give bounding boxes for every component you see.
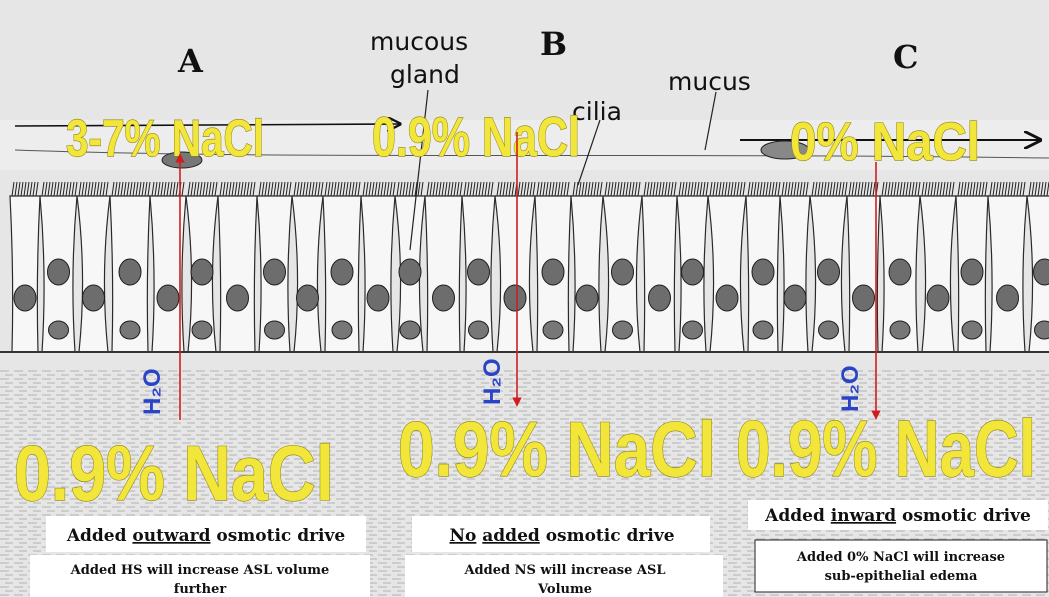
epithelial-cell [642, 196, 677, 352]
basal-nucleus [543, 321, 563, 339]
basal-nucleus [332, 321, 352, 339]
epithelial-cell [361, 196, 395, 352]
mucus-label: mucus [668, 67, 751, 96]
cell-nucleus [399, 259, 421, 285]
region-c-bottom-salt: 0.9% NaCl [736, 404, 1036, 493]
region-a-explanation-box: Added outward osmotic drive Added HS wil… [30, 516, 370, 597]
epithelial-cell [571, 196, 603, 352]
region-a-box-title: Added outward osmotic drive [66, 526, 346, 546]
region-a-box-line1: Added HS will increase ASL volume [70, 563, 330, 578]
region-b-box-line2: Volume [537, 582, 592, 597]
cell-nucleus [716, 285, 738, 311]
epithelial-cell [10, 196, 40, 352]
epithelial-cell [495, 196, 535, 352]
epithelial-cell [77, 196, 110, 352]
epithelial-cell [708, 196, 746, 352]
basal-nucleus [265, 321, 285, 339]
region-c-top-salt: 0% NaCl [790, 112, 980, 172]
cell-nucleus [227, 285, 249, 311]
basal-nucleus [49, 321, 69, 339]
basal-nucleus [400, 321, 420, 339]
epithelial-cell [425, 196, 462, 352]
region-b-box-title: No added osmotic drive [449, 526, 674, 546]
region-a-box-line2: further [174, 582, 227, 597]
epithelial-cell [920, 196, 956, 352]
cell-nucleus [264, 259, 286, 285]
region-b-letter: B [540, 25, 567, 63]
cell-nucleus [367, 285, 389, 311]
cell-nucleus [818, 259, 840, 285]
cell-nucleus [433, 285, 455, 311]
cell-nucleus [997, 285, 1019, 311]
region-a-bottom-salt: 0.9% NaCl [14, 429, 334, 517]
region-a-water-label: H₂O [139, 368, 166, 415]
cell-nucleus [14, 285, 36, 311]
epithelial-cell [218, 196, 257, 352]
region-c-letter: C [893, 38, 918, 76]
basal-nucleus [120, 321, 140, 339]
basal-nucleus [753, 321, 773, 339]
cell-nucleus [83, 285, 105, 311]
cell-nucleus [649, 285, 671, 311]
cell-nucleus [48, 259, 70, 285]
cell-nucleus [331, 259, 353, 285]
region-c-explanation-box: Added inward osmotic drive Added 0% NaCl… [748, 500, 1048, 592]
basal-nucleus [962, 321, 982, 339]
cell-nucleus [889, 259, 911, 285]
cell-nucleus [752, 259, 774, 285]
region-b-bottom-salt: 0.9% NaCl [398, 405, 716, 493]
cell-nucleus [961, 259, 983, 285]
epithelial-cell-layer [10, 196, 1049, 352]
cell-nucleus [682, 259, 704, 285]
cell-nucleus [119, 259, 141, 285]
region-a-letter: A [177, 42, 204, 80]
region-b-box-line1: Added NS will increase ASL [463, 563, 665, 578]
cell-nucleus [542, 259, 564, 285]
basal-nucleus [683, 321, 703, 339]
region-c-box-line1: Added 0% NaCl will increase [796, 550, 1005, 565]
cell-nucleus [191, 259, 213, 285]
gland-label: gland [390, 60, 460, 89]
mucous-label: mucous [370, 27, 468, 56]
basal-nucleus [1035, 321, 1049, 339]
region-b-water-label: H₂O [479, 358, 506, 405]
epithelial-cell [847, 196, 880, 352]
cell-nucleus [157, 285, 179, 311]
cell-nucleus [927, 285, 949, 311]
cell-nucleus [853, 285, 875, 311]
cell-nucleus [504, 285, 526, 311]
epithelial-cell [780, 196, 810, 352]
region-b-top-salt: 0.9% NaCl [372, 105, 580, 168]
epithelial-cell [988, 196, 1027, 352]
basal-nucleus [192, 321, 212, 339]
region-a-top-salt: 3-7% NaCl [66, 110, 264, 168]
basal-nucleus [819, 321, 839, 339]
region-b-explanation-box: No added osmotic drive Added NS will inc… [405, 516, 723, 597]
basal-nucleus [613, 321, 633, 339]
cell-nucleus [612, 259, 634, 285]
region-c-box-line2: sub-epithelial edema [825, 569, 978, 584]
cell-nucleus [576, 285, 598, 311]
basal-nucleus [890, 321, 910, 339]
cell-nucleus [297, 285, 319, 311]
region-c-box-title: Added inward osmotic drive [764, 506, 1031, 526]
basal-nucleus [469, 321, 489, 339]
cell-nucleus [468, 259, 490, 285]
cell-nucleus [784, 285, 806, 311]
